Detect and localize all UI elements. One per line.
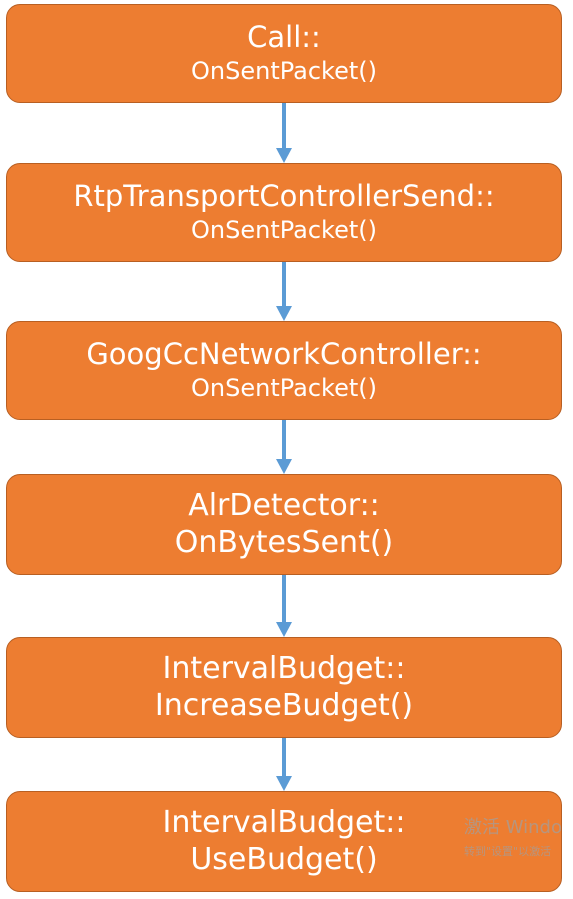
flow-arrow-down-3 bbox=[276, 420, 292, 474]
node-class-label: IntervalBudget:: bbox=[162, 805, 406, 840]
flow-arrow-down-4 bbox=[276, 575, 292, 637]
flow-arrow-down-1 bbox=[276, 103, 292, 163]
node-method-label: OnSentPacket() bbox=[191, 216, 377, 245]
node-method-label: IncreaseBudget() bbox=[154, 687, 414, 723]
flow-arrow-down-2 bbox=[276, 262, 292, 321]
flow-node-call: Call:: OnSentPacket() bbox=[6, 4, 562, 103]
flow-node-rtp-transport-controller-send: RtpTransportControllerSend:: OnSentPacke… bbox=[6, 163, 562, 262]
flow-node-interval-budget-use: IntervalBudget:: UseBudget() bbox=[6, 791, 562, 892]
watermark-title: 激活 Windo bbox=[464, 817, 562, 838]
node-class-label: RtpTransportControllerSend:: bbox=[73, 179, 495, 214]
node-class-label: AlrDetector:: bbox=[188, 488, 380, 523]
node-class-label: GoogCcNetworkController:: bbox=[86, 337, 482, 372]
node-method-label: OnSentPacket() bbox=[191, 374, 377, 403]
node-method-label: UseBudget() bbox=[190, 841, 378, 877]
watermark-subtitle: 转到"设置"以激活 bbox=[464, 845, 552, 858]
flow-node-interval-budget-increase: IntervalBudget:: IncreaseBudget() bbox=[6, 637, 562, 738]
node-method-label: OnSentPacket() bbox=[191, 57, 377, 86]
node-class-label: Call:: bbox=[247, 20, 321, 55]
flow-node-alr-detector: AlrDetector:: OnBytesSent() bbox=[6, 474, 562, 575]
node-class-label: IntervalBudget:: bbox=[162, 651, 406, 686]
flow-arrow-down-5 bbox=[276, 738, 292, 791]
node-method-label: OnBytesSent() bbox=[174, 524, 394, 560]
windows-activation-watermark: 激活 Windo 转到"设置"以激活 bbox=[464, 813, 562, 859]
flow-node-goog-cc-network-controller: GoogCcNetworkController:: OnSentPacket() bbox=[6, 321, 562, 420]
